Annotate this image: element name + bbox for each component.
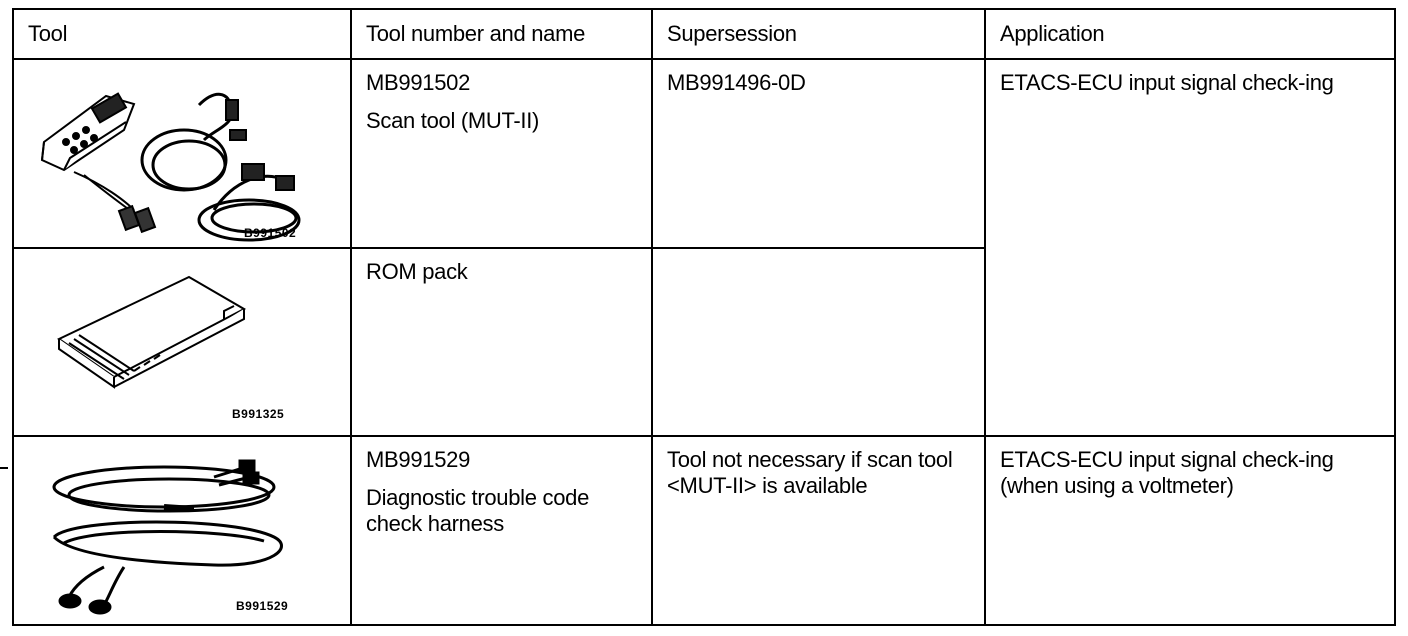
image-code-label: B991529	[236, 599, 289, 614]
supersession-cell: Tool not necessary if scan tool <MUT-II>…	[651, 435, 986, 626]
tool-number-name-cell: ROM pack	[350, 246, 653, 438]
supersession-text: Tool not necessary if scan tool <MUT-II>…	[667, 447, 953, 499]
application-text: ETACS-ECU input signal check-ing (when u…	[1000, 447, 1334, 499]
tool-number-name-cell: MB991529 Diagnostic trouble code check h…	[350, 435, 653, 626]
tool-image-cell: B991529	[12, 435, 352, 626]
supersession-cell	[651, 246, 986, 438]
rom-pack-icon	[57, 275, 247, 389]
tool-image-cell: B991502	[12, 58, 352, 249]
tool-number: MB991502	[366, 70, 471, 96]
tool-name: Scan tool (MUT-II)	[366, 108, 540, 134]
table-row: B991502 MB991502 Scan tool (MUT-II) MB99…	[12, 58, 1396, 438]
header-tool-number-and-name: Tool number and name	[350, 7, 653, 61]
header-tool: Tool	[12, 7, 352, 61]
special-tools-table: Tool Tool number and name Supersession A…	[12, 7, 1396, 626]
application-cell: ETACS-ECU input signal check-ing (when u…	[984, 435, 1396, 626]
supersession-cell: MB991496-0D	[651, 58, 986, 249]
application-text: ETACS-ECU input signal check-ing	[1000, 70, 1334, 96]
scan-tool-icon	[40, 92, 301, 242]
header-application: Application	[984, 7, 1396, 61]
application-cell: ETACS-ECU input signal check-ing	[984, 58, 1396, 438]
table-header-row: Tool Tool number and name Supersession A…	[12, 7, 1396, 61]
tool-name: ROM pack	[366, 258, 468, 284]
image-code-label: B991502	[244, 226, 297, 241]
tool-name: Diagnostic trouble code check harness	[366, 485, 590, 537]
image-code-label: B991325	[232, 406, 285, 421]
table-row: B991325 ROM pack	[12, 246, 1395, 438]
table-row: B991529 MB991529 Diagnostic trouble code…	[12, 435, 1396, 626]
tool-image-cell: B991325	[12, 246, 352, 438]
supersession-text: MB991496-0D	[667, 70, 806, 96]
header-supersession: Supersession	[651, 7, 986, 61]
margin-tick	[0, 467, 8, 469]
tool-number: MB991529	[366, 447, 471, 473]
tool-number-name-cell: MB991502 Scan tool (MUT-II)	[350, 58, 653, 249]
check-harness-icon	[52, 459, 283, 615]
